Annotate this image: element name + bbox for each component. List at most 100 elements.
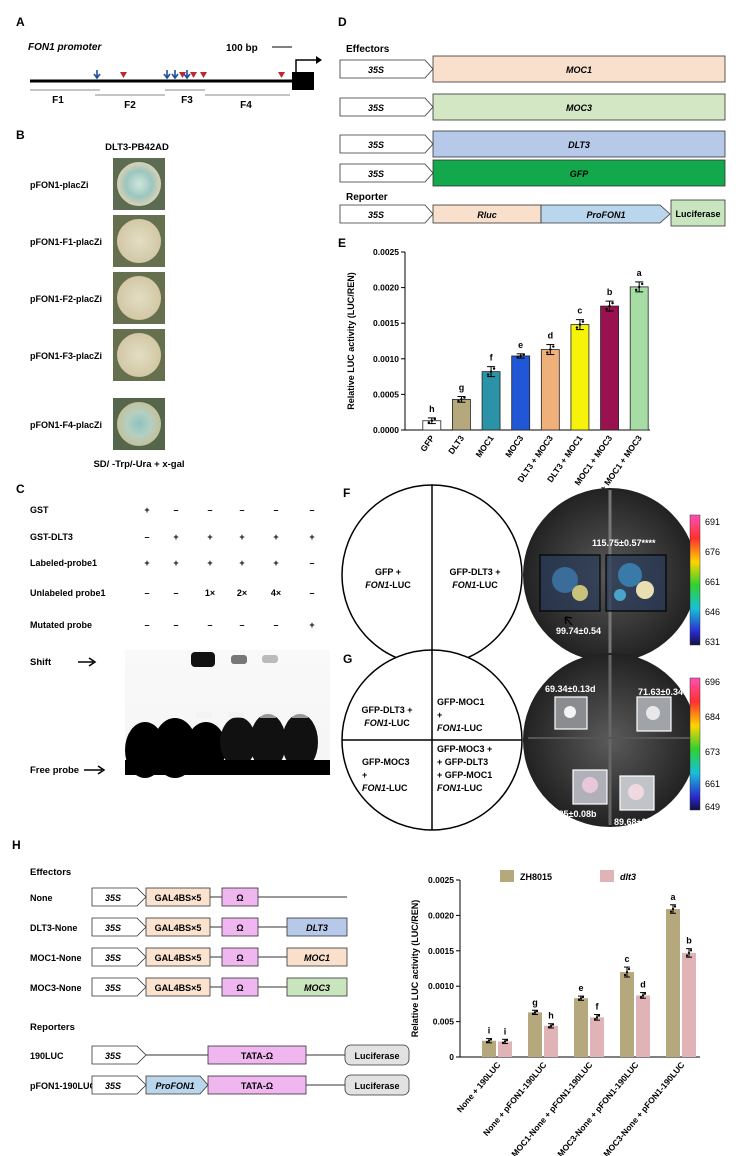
gene-box bbox=[286, 977, 348, 997]
promoter-35s: 35S bbox=[368, 65, 384, 75]
gene-box bbox=[432, 159, 726, 187]
red-triangle-icon bbox=[190, 72, 197, 78]
significance-letter: d bbox=[548, 331, 554, 341]
omega-label: Ω bbox=[236, 953, 243, 963]
luc-image-f bbox=[523, 488, 697, 662]
emsa-cell: – bbox=[309, 588, 314, 598]
emsa-cell: + bbox=[239, 558, 244, 568]
fragment-f4: F4 bbox=[240, 100, 252, 111]
f-value-right: 115.75±0.57**** bbox=[592, 538, 656, 548]
promoter-arrow bbox=[91, 977, 147, 997]
construct-name: MOC1-None bbox=[30, 953, 82, 963]
blue-arrow-icon bbox=[171, 70, 179, 80]
data-point bbox=[637, 285, 641, 289]
y-tick-label: 0 bbox=[449, 1052, 454, 1062]
emsa-cell: – bbox=[273, 505, 278, 515]
data-point bbox=[546, 351, 549, 354]
significance-letter: a bbox=[637, 268, 643, 278]
promoter-35s: 35S bbox=[105, 983, 121, 993]
y-tick-label: 0.0025 bbox=[428, 875, 454, 885]
data-point bbox=[516, 356, 519, 359]
gene-label: MOC3 bbox=[304, 983, 330, 993]
significance-letter: c bbox=[577, 306, 582, 316]
data-point bbox=[641, 994, 645, 997]
x-tick-label: MOC1 bbox=[473, 433, 495, 459]
emsa-cell: + bbox=[273, 532, 278, 542]
y-tick-label: 0.0020 bbox=[428, 910, 454, 920]
bar bbox=[482, 1040, 496, 1057]
scale-bar-label: 100 bp bbox=[226, 43, 258, 54]
promoter-arrow bbox=[339, 97, 434, 117]
bar bbox=[540, 349, 560, 431]
y-tick-label: 0.0015 bbox=[428, 946, 454, 956]
emsa-cell: + bbox=[309, 532, 314, 542]
h-effectors-title: Effectors bbox=[30, 867, 71, 878]
bar bbox=[682, 952, 696, 1057]
legend-label: dlt3 bbox=[620, 872, 636, 882]
data-point bbox=[463, 396, 466, 399]
legend-label: ZH8015 bbox=[520, 872, 552, 882]
svg-text:pFON1-F4-placZi: pFON1-F4-placZi bbox=[30, 420, 102, 430]
data-point bbox=[486, 373, 490, 376]
x-tick-label: MOC3 bbox=[503, 433, 525, 459]
blue-arrow-icon bbox=[93, 70, 101, 80]
emsa-cell: – bbox=[173, 620, 178, 630]
promoter-arrow bbox=[339, 59, 434, 79]
data-point bbox=[433, 417, 437, 421]
promoter-arrow bbox=[91, 947, 147, 967]
svg-text:ProFON1: ProFON1 bbox=[586, 210, 625, 220]
significance-letter: c bbox=[624, 954, 629, 964]
g-value-4: 89.68±0.19a bbox=[614, 817, 665, 827]
yeast-colony-white bbox=[117, 219, 161, 263]
emsa-cell: + bbox=[144, 558, 149, 568]
data-point bbox=[581, 995, 585, 999]
significance-letter: g bbox=[459, 383, 465, 393]
construct-name: None bbox=[30, 893, 53, 903]
data-point bbox=[575, 326, 579, 329]
bar bbox=[590, 1017, 604, 1057]
svg-text:+: + bbox=[437, 710, 442, 720]
data-point bbox=[579, 997, 583, 1000]
svg-text:GFP-DLT3 +: GFP-DLT3 + bbox=[449, 567, 500, 577]
promoter-35s: 35S bbox=[368, 169, 384, 179]
legend-swatch bbox=[600, 870, 614, 882]
data-point bbox=[489, 370, 493, 373]
data-point bbox=[430, 419, 434, 422]
significance-letter: e bbox=[518, 340, 523, 350]
promoter-arrow bbox=[91, 1045, 147, 1065]
profon1-arrow bbox=[145, 1075, 209, 1095]
bar bbox=[629, 286, 649, 431]
red-triangle-icon bbox=[179, 72, 186, 78]
svg-text:FON1-LUC: FON1-LUC bbox=[365, 580, 411, 590]
data-point bbox=[503, 1040, 507, 1043]
data-point bbox=[581, 320, 585, 323]
data-point bbox=[625, 970, 629, 974]
y-tick-label: 0.0020 bbox=[373, 283, 399, 293]
luciferase-label: Luciferase bbox=[354, 1081, 399, 1091]
data-point bbox=[501, 1041, 505, 1044]
data-point bbox=[519, 354, 522, 358]
emsa-cell: – bbox=[207, 505, 212, 515]
promoter-35s: 35S bbox=[105, 893, 121, 903]
emsa-cell: + bbox=[173, 532, 178, 542]
emsa-cell: – bbox=[239, 505, 244, 515]
bar bbox=[481, 371, 501, 431]
svg-text:GFP-MOC1: GFP-MOC1 bbox=[437, 697, 485, 707]
y-tick-label: 0.0015 bbox=[373, 318, 399, 328]
svg-text:FON1-LUC: FON1-LUC bbox=[452, 580, 498, 590]
reporter-title: Reporter bbox=[346, 192, 388, 203]
yeast-plate-row: pFON1-placZi bbox=[30, 158, 165, 210]
binding-site-markers bbox=[93, 70, 285, 80]
gene-label: GFP bbox=[570, 169, 589, 179]
svg-text:696: 696 bbox=[705, 677, 720, 687]
significance-letter: h bbox=[548, 1011, 554, 1021]
omega-label: Ω bbox=[236, 893, 243, 903]
promoter-arrow bbox=[91, 917, 147, 937]
